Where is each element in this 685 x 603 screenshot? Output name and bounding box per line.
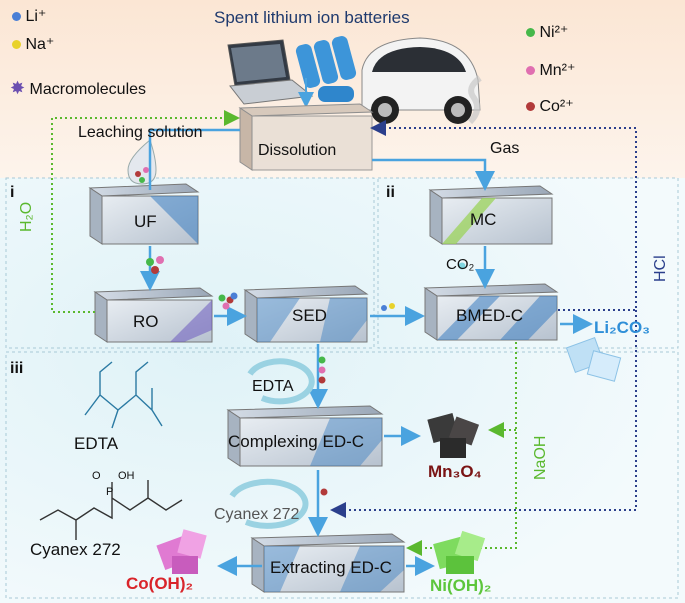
- cyanex-cycle-icon: [229, 478, 309, 529]
- legend-co-label: Co²⁺: [539, 98, 574, 115]
- legend-li-label: Li⁺: [25, 8, 47, 25]
- arrow-dissolution-to-mc: [372, 158, 495, 191]
- hcl-return-line: [370, 120, 637, 311]
- cyanex-o-label: O: [92, 470, 101, 482]
- section-iii-box: [5, 351, 679, 599]
- legend-co: Co²⁺: [526, 96, 574, 116]
- navy-dotted-lines: [330, 120, 637, 518]
- cyanex-p-label: P: [106, 486, 114, 498]
- edta-label: EDTA: [74, 434, 119, 453]
- legend-li: Li⁺: [12, 6, 46, 26]
- mn3o4-crystal-icon: [427, 413, 480, 458]
- co2-label: CO₂: [446, 256, 475, 273]
- car-icon: [361, 37, 481, 124]
- edta-cycle-label: EDTA: [252, 378, 294, 395]
- co-ion-dot-icon: [526, 102, 535, 111]
- legend-mn-label: Mn²⁺: [539, 62, 576, 79]
- co-oh2-label: Co(OH)₂: [126, 574, 194, 593]
- ro-label: RO: [133, 312, 159, 331]
- leaching-solution-label: Leaching solution: [78, 124, 203, 141]
- dissolution-tank: [238, 103, 374, 171]
- uf-label: UF: [134, 212, 157, 231]
- complexing-label: Complexing ED-C: [228, 432, 365, 451]
- cyanex-structure: [39, 480, 183, 540]
- h2o-label: H₂O: [18, 201, 35, 232]
- gas-wisp-icon: [467, 75, 482, 125]
- naoh-label: NaOH: [532, 435, 549, 480]
- edta-cycle-icon: [247, 358, 315, 405]
- bmed-label: BMED-C: [456, 306, 524, 325]
- legend-ni: Ni²⁺: [526, 22, 568, 42]
- sed-label: SED: [292, 306, 327, 325]
- battery-cells-icon: [295, 36, 357, 102]
- section-i-box: [5, 177, 375, 349]
- legend-macromolecules-label: Macromolecules: [29, 81, 147, 98]
- lower-background: [0, 178, 685, 603]
- complexing-tank: [226, 405, 384, 467]
- li2co3-crystal-icon: [565, 337, 622, 382]
- co-oh2-crystal-icon: [156, 529, 207, 574]
- spent-batteries-title: Spent lithium ion batteries: [214, 8, 410, 27]
- legend-na: Na⁺: [12, 34, 54, 54]
- ro-tank: [93, 287, 214, 343]
- legend-mn: Mn²⁺: [526, 60, 575, 80]
- section-ii-box: [377, 177, 679, 349]
- mn3o4-label: Mn₃O₄: [428, 462, 482, 481]
- arrow-uf-link: [148, 128, 240, 190]
- dissolution-label: Dissolution: [258, 142, 337, 159]
- cyanex-oh-label: OH: [118, 470, 135, 482]
- section-ii-label: ii: [386, 184, 395, 201]
- section-i-label: i: [10, 184, 15, 201]
- ni-oh2-crystal-icon: [433, 530, 486, 574]
- legend-na-label: Na⁺: [25, 36, 55, 53]
- cyanex-cycle-label: Cyanex 272: [214, 506, 300, 523]
- legend-ni-label: Ni²⁺: [539, 24, 569, 41]
- legend-macromolecules: ✸ Macromolecules: [10, 78, 146, 99]
- ni-oh2-label: Ni(OH)₂: [430, 576, 492, 595]
- na-ion-dot-icon: [12, 40, 21, 49]
- ni-ion-dot-icon: [526, 28, 535, 37]
- h2o-return-line: [51, 110, 240, 313]
- laptop-icon: [227, 39, 314, 105]
- hcl-line-to-cyanex: [330, 310, 637, 518]
- ion-particles: [146, 256, 466, 496]
- edta-structure: [84, 361, 163, 429]
- li2co3-label: Li₂CO₃: [594, 318, 651, 337]
- mc-label: MC: [470, 210, 497, 229]
- section-iii-label: iii: [10, 360, 24, 377]
- bmed-tank: [423, 283, 559, 341]
- sed-tank: [243, 285, 369, 343]
- macromolecule-star-icon: ✸: [10, 78, 26, 98]
- cyanex-label: Cyanex 272: [30, 540, 121, 559]
- li-ion-dot-icon: [12, 12, 21, 21]
- mc-tank: [428, 185, 554, 245]
- mn-ion-dot-icon: [526, 66, 535, 75]
- extracting-label: Extracting ED-C: [270, 558, 392, 577]
- hcl-label: HCl: [652, 255, 669, 282]
- gas-label: Gas: [490, 140, 520, 157]
- uf-tank: [88, 183, 200, 245]
